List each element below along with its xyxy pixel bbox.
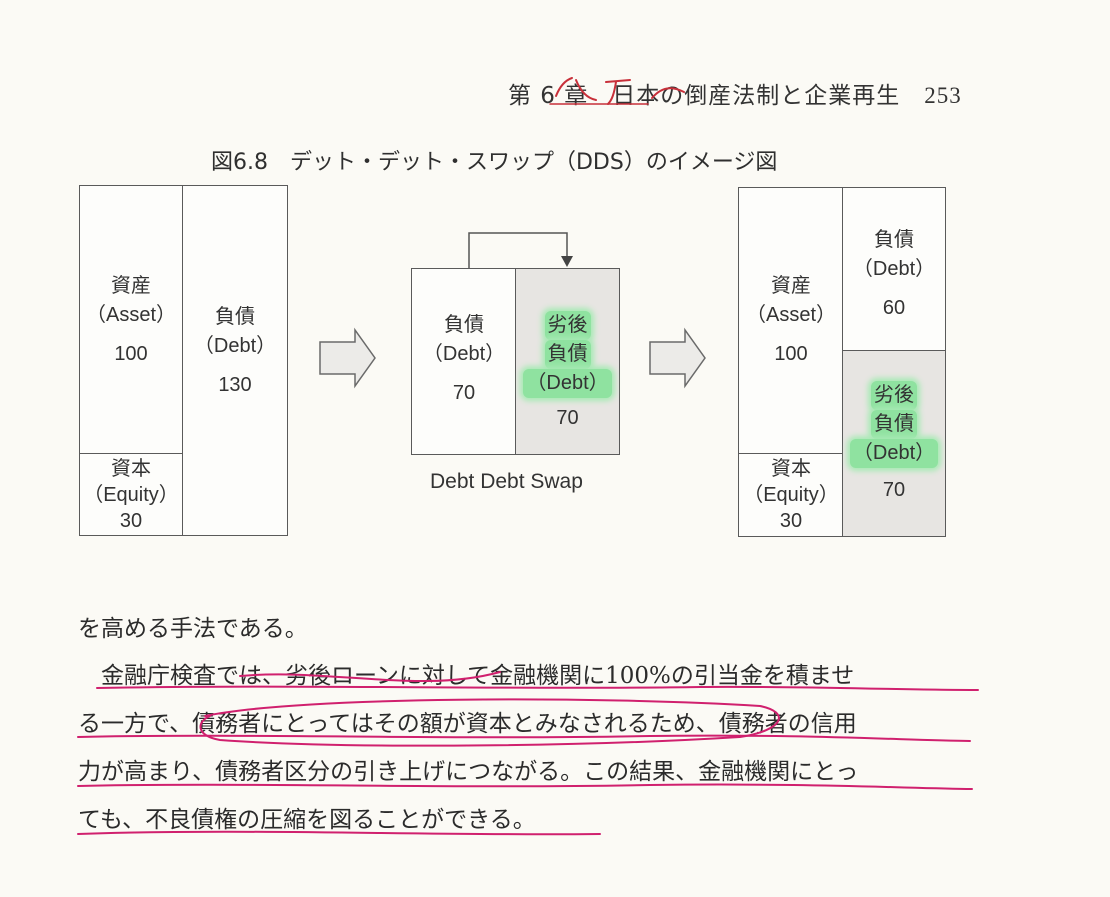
right-debt-box: 負債 （Debt） 60 xyxy=(842,187,946,352)
swap-caption: Debt Debt Swap xyxy=(430,470,583,493)
pen-underline-icon xyxy=(77,671,979,836)
right-debt-label: 負債 xyxy=(874,229,914,251)
swap-sub-en: （Debt） xyxy=(523,369,612,398)
swap-debt-value: 70 xyxy=(452,382,476,404)
right-arrow-icon xyxy=(319,327,376,389)
left-asset-value: 100 xyxy=(114,343,148,365)
right-sub-en: （Debt） xyxy=(849,439,939,468)
left-equity-en: （Equity） xyxy=(83,484,179,506)
right-sub-value: 70 xyxy=(882,479,906,501)
right-debt-value: 60 xyxy=(882,297,906,319)
page-number: 253 xyxy=(924,83,962,108)
right-sub-line1: 劣後 xyxy=(871,381,917,410)
left-equity-label: 資本 xyxy=(111,458,151,480)
left-asset-en: （Asset） xyxy=(85,304,177,326)
right-debt-en: （Debt） xyxy=(852,258,936,280)
left-debt-label: 負債 xyxy=(215,306,255,328)
right-equity-value: 30 xyxy=(779,510,803,532)
left-debt-value: 130 xyxy=(218,374,252,396)
right-arrow-icon xyxy=(649,327,706,389)
right-asset-en: （Asset） xyxy=(745,304,837,326)
right-sub-line2: 負債 xyxy=(871,410,917,439)
handwritten-mark-icon xyxy=(549,77,685,105)
right-asset-value: 100 xyxy=(774,343,808,365)
left-debt-en: （Debt） xyxy=(193,335,277,357)
swap-sub-value: 70 xyxy=(556,407,579,429)
swap-sub-line2: 負債 xyxy=(544,340,591,369)
body-line-5: ても、不良債権の圧縮を図ることができる。 xyxy=(78,807,536,833)
body-line-1: を高める手法である。 xyxy=(78,616,308,642)
right-equity-box: 資本 （Equity） 30 xyxy=(738,453,844,537)
swap-sub-line1: 劣後 xyxy=(544,311,591,340)
left-asset-label: 資産 xyxy=(111,275,151,297)
swap-subordinated-box: 劣後 負債 （Debt） 70 xyxy=(515,268,620,455)
swap-debt-label: 負債 xyxy=(444,314,484,336)
right-asset-box: 資産 （Asset） 100 xyxy=(738,187,844,455)
body-line-4: 力が高まり、債務者区分の引き上げにつながる。この結果、金融機関にとっ xyxy=(78,759,859,785)
left-debt-box: 負債 （Debt） 130 xyxy=(182,185,288,536)
swap-debt-box: 負債 （Debt） 70 xyxy=(411,268,517,455)
swap-bracket-arrow-icon xyxy=(468,232,573,268)
swap-debt-en: （Debt） xyxy=(422,343,506,365)
figure-caption: 図6.8 デット・デット・スワップ（DDS）のイメージ図 xyxy=(211,150,778,175)
right-asset-label: 資産 xyxy=(771,275,811,297)
left-equity-value: 30 xyxy=(119,510,143,532)
right-equity-label: 資本 xyxy=(771,458,811,480)
right-subordinated-box: 劣後 負債 （Debt） 70 xyxy=(842,350,946,537)
right-equity-en: （Equity） xyxy=(743,484,839,506)
